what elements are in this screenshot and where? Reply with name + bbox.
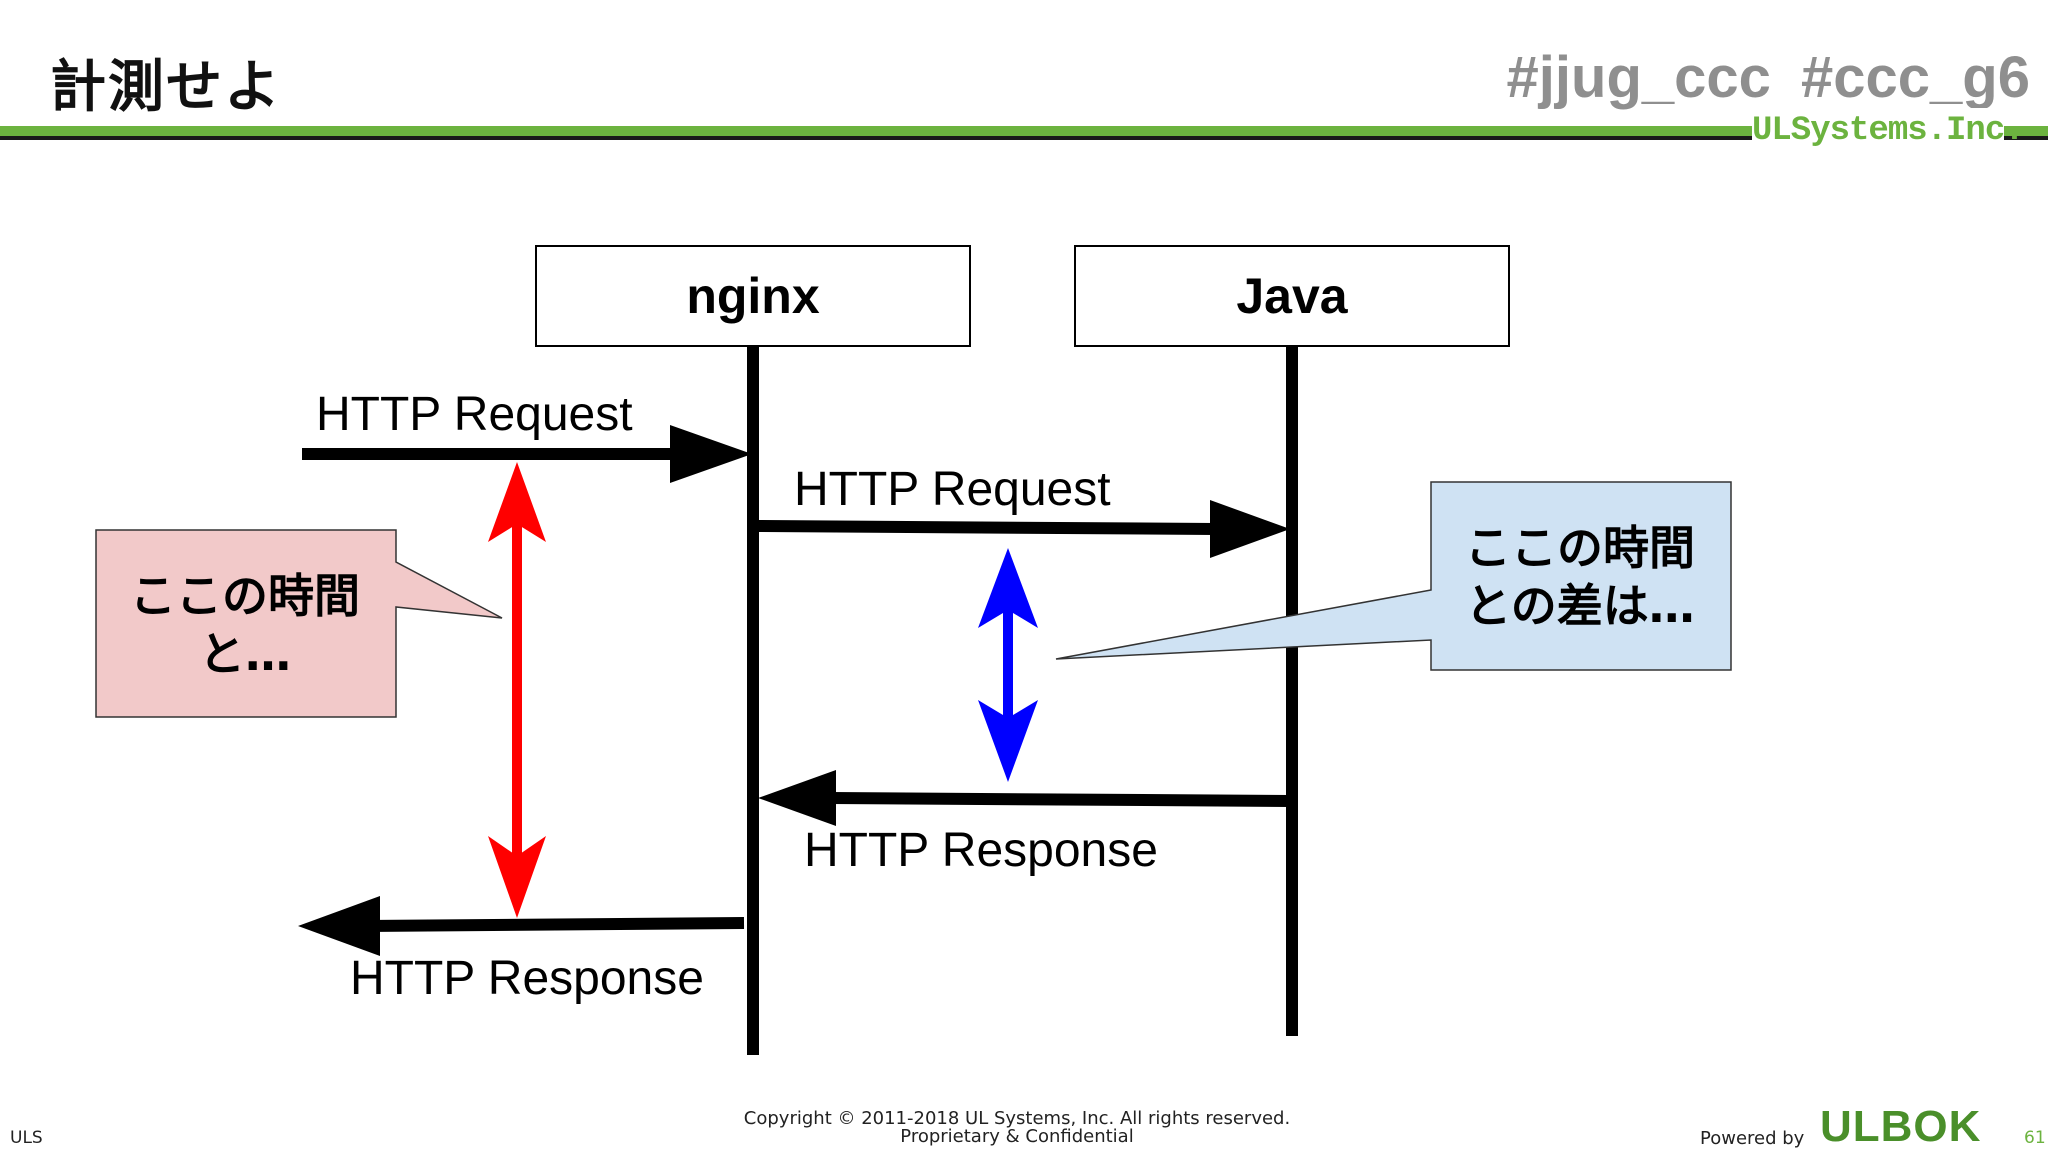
- powered-by: Powered by: [1700, 1128, 1805, 1149]
- callout-left-line2: と…: [199, 627, 291, 681]
- message-arrow-4: [359, 917, 745, 932]
- footer-left-label: ULS: [10, 1128, 43, 1148]
- header-rule-black: [0, 136, 2048, 140]
- message-arrow-3: [829, 792, 1291, 807]
- company-logo: ULSystems.Inc.: [1752, 108, 2025, 154]
- arrowhead-4: [298, 896, 380, 956]
- page-number: 61: [2024, 1128, 2046, 1148]
- copyright-line-2: Proprietary & Confidential: [900, 1126, 1134, 1147]
- participant-box-nginx: [535, 245, 971, 347]
- outer-span-arrowhead-top: [488, 462, 546, 542]
- arrowhead-2: [1210, 500, 1290, 558]
- hashtags: #jjug_ccc #ccc_g6: [1506, 45, 2030, 110]
- callout-right-line2: との差は…: [1465, 579, 1695, 633]
- callout-right: [1055, 481, 1732, 671]
- slide-title: 計測せよ: [50, 55, 282, 120]
- copyright: Copyright © 2011-2018 UL Systems, Inc. A…: [0, 1110, 2034, 1146]
- message-label-2: HTTP Request: [794, 463, 1111, 516]
- message-label-3: HTTP Response: [804, 824, 1158, 877]
- callout-left: [95, 529, 503, 718]
- copyright-line-1: Copyright © 2011-2018 UL Systems, Inc. A…: [743, 1108, 1291, 1129]
- message-label-4: HTTP Response: [350, 952, 704, 1005]
- participant-label-nginx: nginx: [686, 268, 820, 324]
- inner-span-arrowhead-top: [978, 548, 1038, 628]
- ulbok-logo: ULBOK: [1820, 1102, 1982, 1151]
- inner-span-arrowhead-bottom: [978, 700, 1038, 782]
- participant-label-java: Java: [1236, 268, 1348, 324]
- callout-left-line1: ここの時間: [130, 569, 360, 623]
- participant-box-java: [1074, 245, 1510, 347]
- arrowhead-3: [758, 770, 836, 826]
- outer-span-arrowhead-bottom: [488, 836, 546, 918]
- arrowhead-1: [670, 425, 752, 483]
- callout-right-line1: ここの時間: [1465, 521, 1695, 575]
- header-rule-green: [0, 126, 2048, 136]
- message-arrow-2: [757, 520, 1216, 535]
- message-label-1: HTTP Request: [316, 388, 633, 441]
